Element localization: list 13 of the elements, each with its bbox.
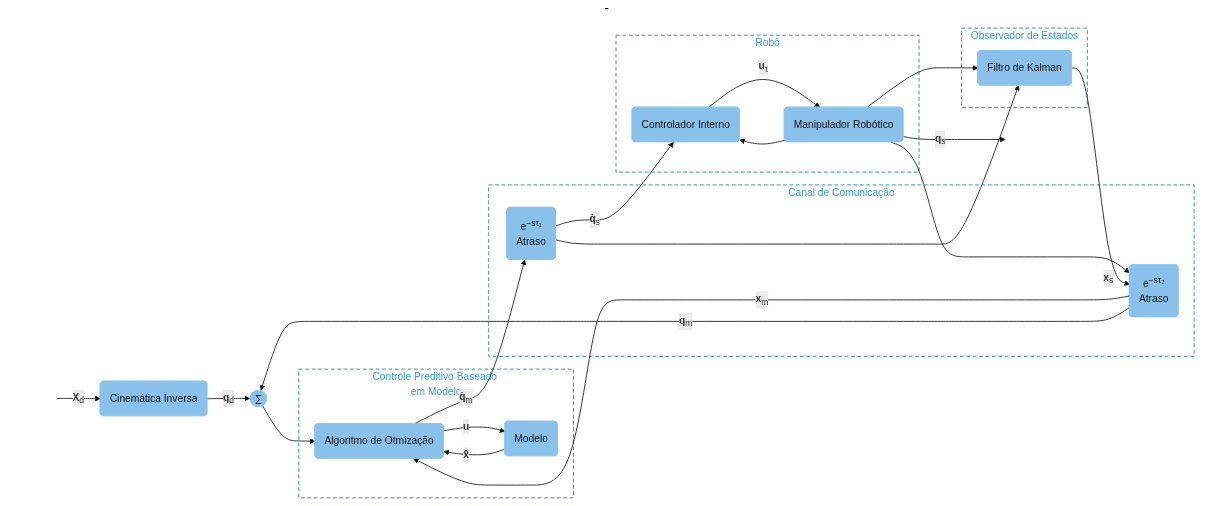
edge-label: q$_{s}$ — [935, 132, 946, 147]
edge-label: u$_{τ}$ — [758, 60, 769, 74]
edge-label: q̇$_{s}$ — [589, 213, 601, 227]
edge-label: q$_{d}$ — [223, 391, 235, 406]
edge-label: q̇$_{m}$ — [459, 390, 474, 405]
edge-label: x$_{s}$ — [1103, 271, 1114, 286]
edge-label: x$_{m}$ — [755, 293, 769, 307]
edge-label: X$_{d}$ — [72, 391, 85, 406]
sign-label: - — [604, 0, 609, 18]
edge-label: u — [463, 421, 470, 432]
edge-label: q$_{m}$ — [679, 314, 693, 329]
edge-label: x̂ — [463, 449, 470, 461]
node-circle: ∑ — [250, 389, 268, 408]
